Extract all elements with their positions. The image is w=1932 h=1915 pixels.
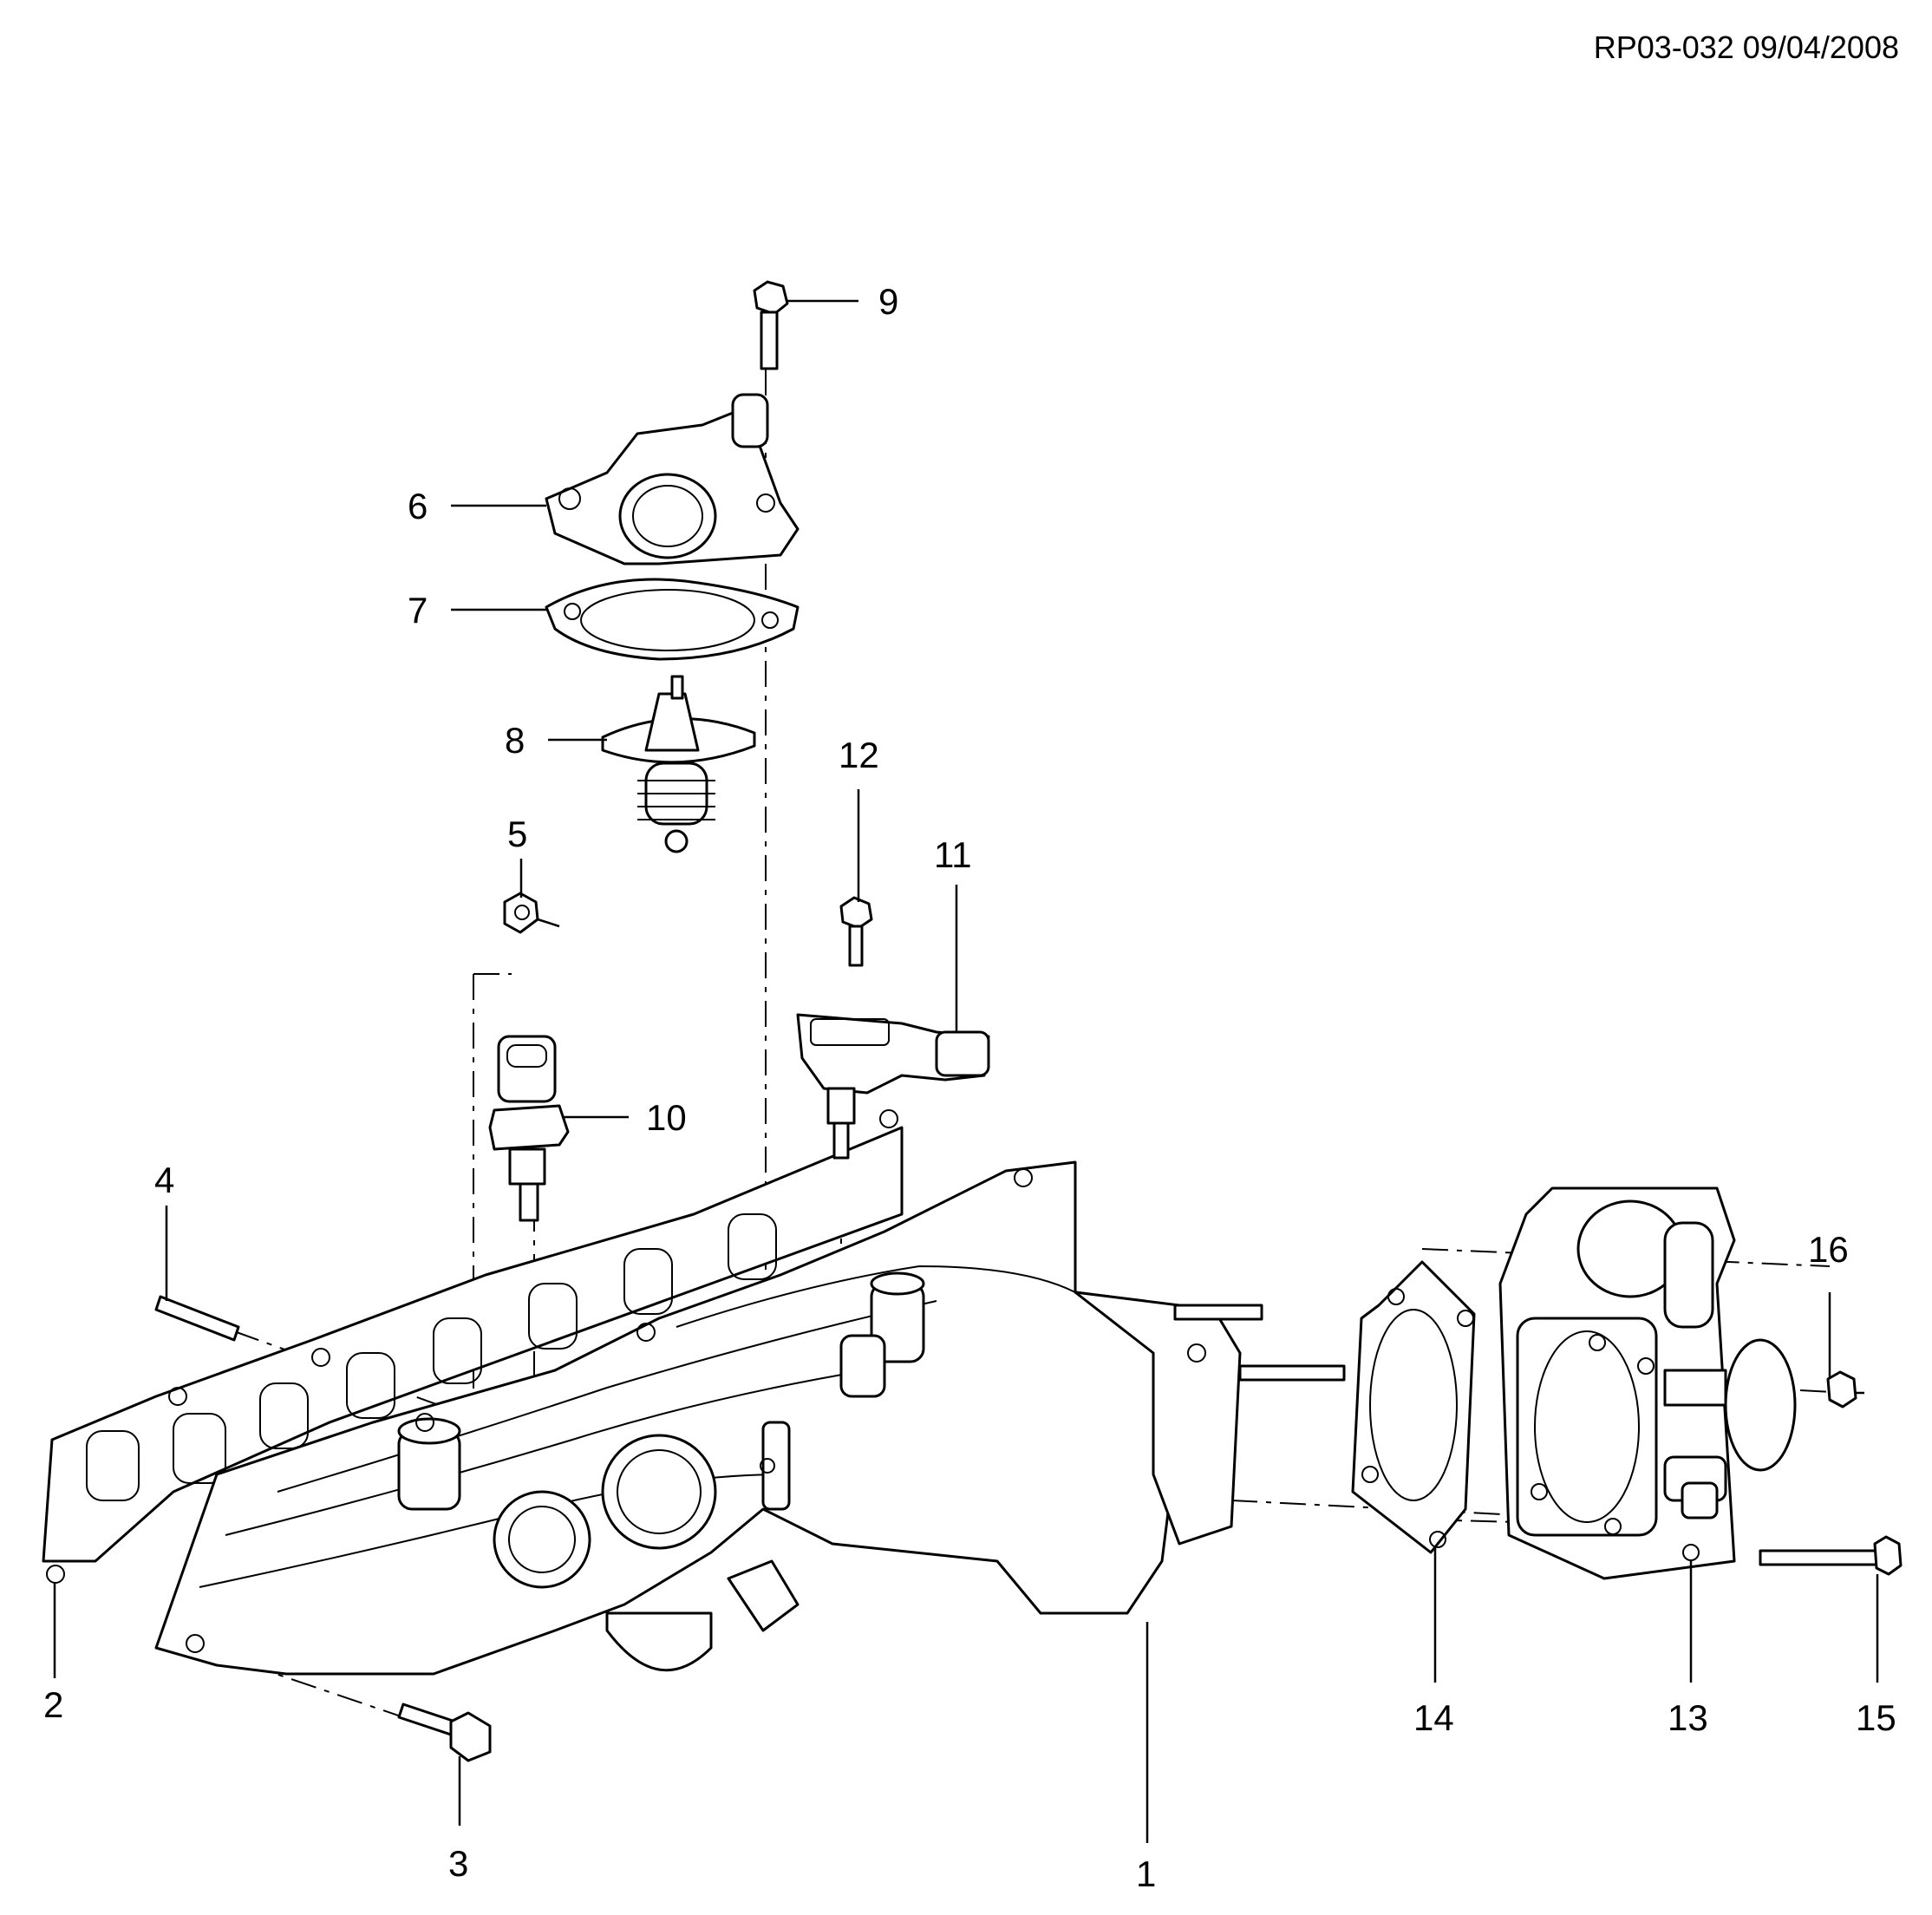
document-reference: RP03-032 09/04/2008 bbox=[1593, 29, 1899, 65]
part-12-screw bbox=[839, 896, 873, 967]
part-14-gasket bbox=[1351, 1260, 1476, 1554]
callout-10: 10 bbox=[646, 1097, 687, 1138]
callout-15: 15 bbox=[1856, 1697, 1896, 1738]
part-7-gasket bbox=[545, 578, 800, 661]
part-10-temp-sensor bbox=[488, 1035, 570, 1222]
callout-4: 4 bbox=[154, 1160, 174, 1200]
callout-6: 6 bbox=[408, 486, 428, 526]
part-1-intake-manifold bbox=[154, 1160, 1242, 1676]
callout-5: 5 bbox=[507, 814, 527, 854]
part-9-bolt bbox=[753, 280, 789, 370]
part-4-stud bbox=[154, 1295, 240, 1342]
callout-3: 3 bbox=[448, 1843, 468, 1884]
callout-16: 16 bbox=[1808, 1229, 1849, 1270]
callout-13: 13 bbox=[1668, 1697, 1708, 1738]
part-6-thermostat-housing bbox=[545, 393, 800, 565]
mounting-studs bbox=[1173, 1304, 1346, 1382]
callout-7: 7 bbox=[408, 590, 428, 631]
part-15-bolt bbox=[1759, 1535, 1903, 1576]
leader-lines bbox=[53, 299, 1879, 1843]
callout-8: 8 bbox=[505, 720, 525, 761]
part-13-throttle-body bbox=[1498, 1186, 1797, 1580]
part-5-nut bbox=[503, 892, 560, 934]
callout-12: 12 bbox=[839, 735, 879, 775]
part-16-nut bbox=[1826, 1370, 1864, 1408]
part-11-map-sensor bbox=[796, 1013, 990, 1160]
callout-9: 9 bbox=[878, 281, 898, 322]
part-3-bolt bbox=[397, 1703, 492, 1762]
part-8-thermostat bbox=[601, 675, 756, 853]
callout-14: 14 bbox=[1413, 1697, 1454, 1738]
callout-1: 1 bbox=[1136, 1853, 1156, 1894]
callout-labels: 9 6 7 8 12 5 11 10 4 16 2 14 13 15 3 1 bbox=[43, 281, 1896, 1894]
part-2-intake-gasket bbox=[42, 1109, 904, 1584]
callout-11: 11 bbox=[934, 834, 972, 875]
callout-2: 2 bbox=[43, 1684, 63, 1725]
